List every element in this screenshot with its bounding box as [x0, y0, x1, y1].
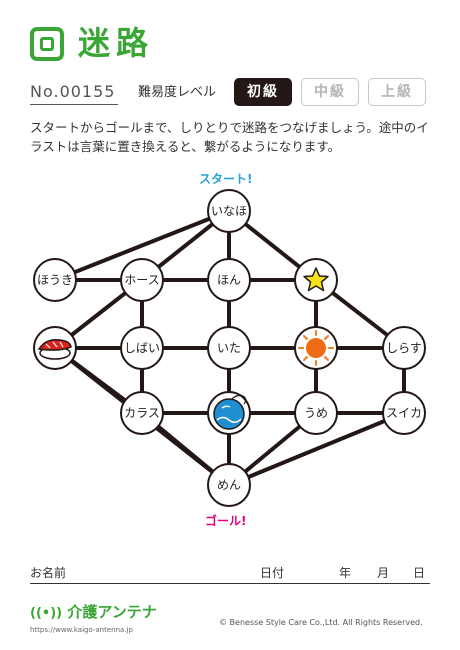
difficulty-label: 難易度レベル	[138, 85, 217, 100]
node-text-inaho: いなほ	[211, 204, 247, 218]
node-text-hosu: ホース	[124, 273, 159, 287]
node-text-ita: いた	[217, 341, 241, 355]
node-ita	[207, 326, 251, 370]
footer-logo: ((•)) 介護アンテナ	[30, 603, 157, 623]
star-icon	[303, 267, 329, 292]
day-label: 日	[413, 566, 426, 580]
node-text-shirasu: しらす	[386, 341, 422, 355]
name-label: お名前	[30, 566, 67, 580]
maze-logo-icon	[30, 27, 64, 61]
node-karasu	[120, 391, 164, 435]
node-text-hon: ほん	[217, 273, 241, 287]
sushi-icon	[37, 338, 72, 360]
serial-underline	[30, 104, 118, 105]
node-text-houki: ほうき	[37, 273, 73, 287]
goal-label: ゴール!	[205, 514, 247, 528]
node-shibai	[120, 326, 164, 370]
node-text-ume: うめ	[304, 406, 328, 420]
year-label: 年	[339, 566, 352, 580]
node-shirasu	[382, 326, 426, 370]
node-text-shibai: しばい	[124, 341, 160, 355]
node-text-men: めん	[217, 478, 241, 492]
name-underline	[30, 583, 430, 584]
page-title: 迷路	[78, 24, 155, 62]
node-suika	[382, 391, 426, 435]
start-label: スタート!	[199, 172, 253, 186]
copyright: © Benesse Style Care Co.,Ltd. All Rights…	[219, 618, 423, 627]
node-ume	[294, 391, 338, 435]
water-balloon-icon	[213, 394, 247, 430]
footer-logo-text: 介護アンテナ	[67, 603, 157, 621]
node-hon	[207, 258, 251, 302]
date-label: 日付	[260, 566, 285, 580]
antenna-icon: ((•))	[30, 606, 63, 621]
footer-url: https://www.kaigo-antenna.jp	[30, 626, 133, 634]
level-advanced: 上級	[368, 78, 426, 106]
node-text-karasu: カラス	[124, 406, 160, 420]
node-text-suika: スイカ	[386, 406, 422, 420]
level-intermediate: 中級	[301, 78, 359, 106]
serial-number: No.00155	[30, 82, 116, 101]
node-houki	[33, 258, 77, 302]
instructions: スタートからゴールまで、しりとりで迷路をつなげましょう。途中のイラストは言葉に置…	[30, 120, 429, 154]
node-men	[207, 463, 251, 507]
sun-icon	[298, 330, 334, 366]
node-hosu	[120, 258, 164, 302]
node-inaho	[207, 189, 251, 233]
level-beginner: 初級	[234, 78, 292, 106]
month-label: 月	[377, 566, 390, 580]
